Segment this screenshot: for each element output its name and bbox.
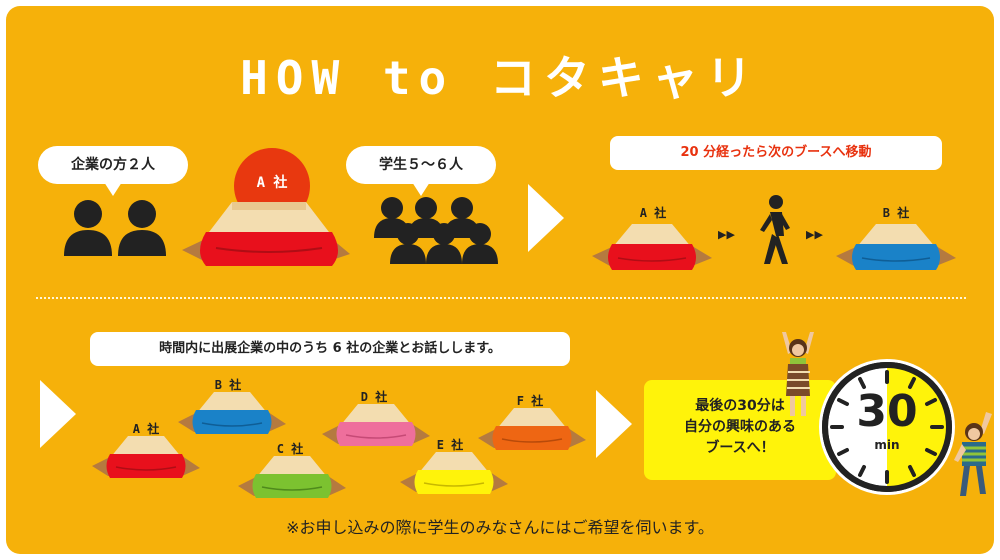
final-line-3: ブースへ！ xyxy=(705,440,775,456)
walking-person-icon xyxy=(760,195,790,264)
company-badge-label: A 社 xyxy=(256,175,288,191)
booth-f xyxy=(478,408,586,450)
booth-a xyxy=(92,436,200,478)
booth-a-small xyxy=(592,224,712,270)
arrow-right-bottom-left xyxy=(40,380,76,448)
booth-a-large xyxy=(182,148,350,266)
booth-label-e: E 社 xyxy=(436,438,464,452)
booth-c xyxy=(238,456,346,498)
clock-unit: min xyxy=(874,438,900,452)
booth-d xyxy=(322,404,430,446)
bubble-students: 学生５〜６人 xyxy=(346,146,496,196)
booth-b xyxy=(178,392,286,434)
bubble-company-staff: 企業の方２人 xyxy=(38,146,188,196)
page-title: HOW to コタキャリ xyxy=(240,51,760,105)
walk-arrows-left: ▶▶ xyxy=(718,228,735,241)
final-line-2: 自分の興味のある xyxy=(684,419,796,435)
final-line-1: 最後の30分は xyxy=(695,398,785,414)
clock-number: 30 xyxy=(856,386,918,437)
booth-label-c: C 社 xyxy=(276,442,304,456)
booth-e xyxy=(400,452,508,494)
booth-label-d: D 社 xyxy=(360,390,388,404)
boy-figure-icon xyxy=(954,412,992,496)
top-banner: 20 分経ったら次のブースへ移動 xyxy=(610,136,942,170)
how-to-panel: HOW to コタキャリ 企業の方２人 学生５〜６人 A 社 xyxy=(6,6,994,554)
booth-b-label: B 社 xyxy=(882,206,910,220)
booth-b-small xyxy=(836,224,956,270)
booth-label-f: F 社 xyxy=(516,394,544,408)
booth-label-a: A 社 xyxy=(132,422,160,436)
booth-label-b: B 社 xyxy=(214,378,242,392)
bottom-banner-text: 時間内に出展企業の中のうち 6 社の企業とお話しします。 xyxy=(159,341,501,356)
bubble-students-text: 学生５〜６人 xyxy=(379,157,463,173)
booth-a-label: A 社 xyxy=(639,206,667,220)
bubble-company-staff-text: 企業の方２人 xyxy=(71,157,155,173)
footnote: ※お申し込みの際に学生のみなさんにはご希望を伺います。 xyxy=(286,518,714,537)
clock-30min-icon xyxy=(819,359,955,495)
arrow-right-bottom-right xyxy=(596,390,632,458)
bottom-banner: 時間内に出展企業の中のうち 6 社の企業とお話しします。 xyxy=(90,332,570,366)
company-staff-icons xyxy=(64,200,166,256)
arrow-right-top xyxy=(528,184,564,252)
divider xyxy=(36,297,966,299)
girl-figure-icon xyxy=(782,332,814,416)
walk-arrows-right: ▶▶ xyxy=(806,228,823,241)
student-icons xyxy=(374,197,498,264)
top-banner-text: 20 分経ったら次のブースへ移動 xyxy=(680,145,872,160)
final-30min-box: 最後の30分は 自分の興味のある ブースへ！ xyxy=(644,380,836,480)
